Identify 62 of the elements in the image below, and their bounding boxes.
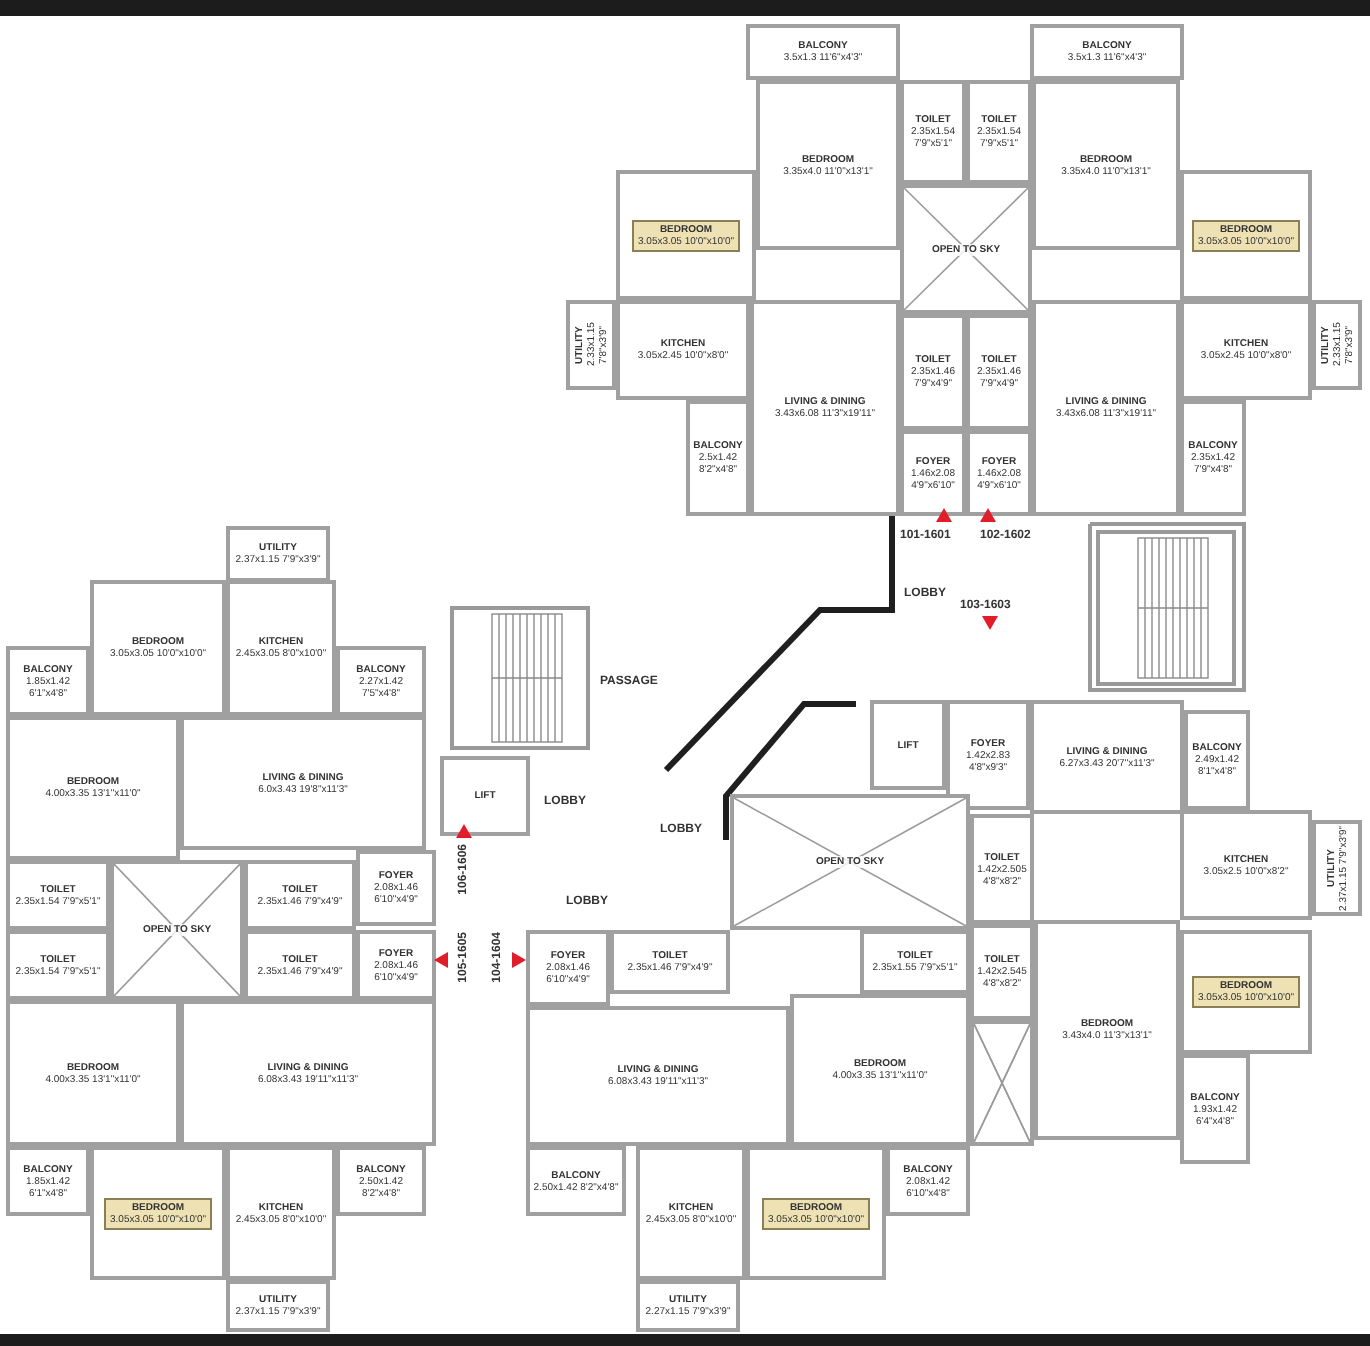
room-box — [1032, 80, 1180, 250]
room-box — [6, 646, 90, 716]
room-box — [746, 1146, 886, 1280]
room-box — [356, 850, 436, 926]
room-box — [1180, 400, 1246, 516]
room-box — [180, 716, 426, 850]
room-box — [6, 1146, 90, 1216]
room-box — [750, 300, 900, 516]
room-box — [6, 1000, 180, 1146]
room-box — [440, 756, 530, 836]
room-box — [526, 930, 610, 1006]
room-box — [1030, 24, 1184, 80]
room-box — [610, 930, 730, 994]
room-box — [336, 1146, 426, 1216]
room-box — [636, 1280, 740, 1332]
room-box — [1034, 920, 1180, 1140]
room-box — [1180, 170, 1312, 300]
room-box — [1180, 300, 1312, 400]
room-box — [244, 860, 356, 930]
room-box — [966, 314, 1032, 430]
room-box — [226, 1146, 336, 1280]
room-box — [966, 80, 1032, 184]
room-box — [1032, 300, 1180, 516]
room-box — [1312, 820, 1362, 916]
room-box — [1184, 710, 1250, 810]
room-box — [1180, 930, 1312, 1054]
room-box — [746, 24, 900, 80]
room-box — [790, 994, 970, 1146]
room-box — [616, 170, 756, 300]
room-box — [966, 430, 1032, 516]
room-box — [356, 930, 436, 1000]
room-box — [6, 860, 110, 930]
room-box — [244, 930, 356, 1000]
room-box — [336, 646, 426, 716]
room-box — [870, 700, 946, 790]
room-box — [226, 1280, 330, 1332]
room-box — [946, 700, 1030, 810]
room-box — [1312, 300, 1362, 390]
room-box — [226, 526, 330, 582]
room-box — [756, 80, 900, 250]
room-box — [1030, 700, 1184, 814]
room-box — [900, 314, 966, 430]
room-box — [90, 580, 226, 716]
room-box — [636, 1146, 746, 1280]
room-box — [900, 430, 966, 516]
room-box — [180, 1000, 436, 1146]
room-box — [970, 924, 1034, 1020]
room-box — [1180, 1054, 1250, 1164]
room-box — [686, 400, 750, 516]
room-box — [526, 1146, 626, 1216]
room-box — [970, 814, 1034, 924]
room-box — [886, 1146, 970, 1216]
room-box — [6, 930, 110, 1000]
room-box — [616, 300, 750, 400]
room-box — [900, 80, 966, 184]
room-box — [526, 1006, 790, 1146]
room-box — [860, 930, 970, 994]
room-box — [566, 300, 616, 390]
room-box — [226, 580, 336, 716]
room-box — [90, 1146, 226, 1280]
room-box — [6, 716, 180, 860]
room-box — [1180, 810, 1312, 920]
